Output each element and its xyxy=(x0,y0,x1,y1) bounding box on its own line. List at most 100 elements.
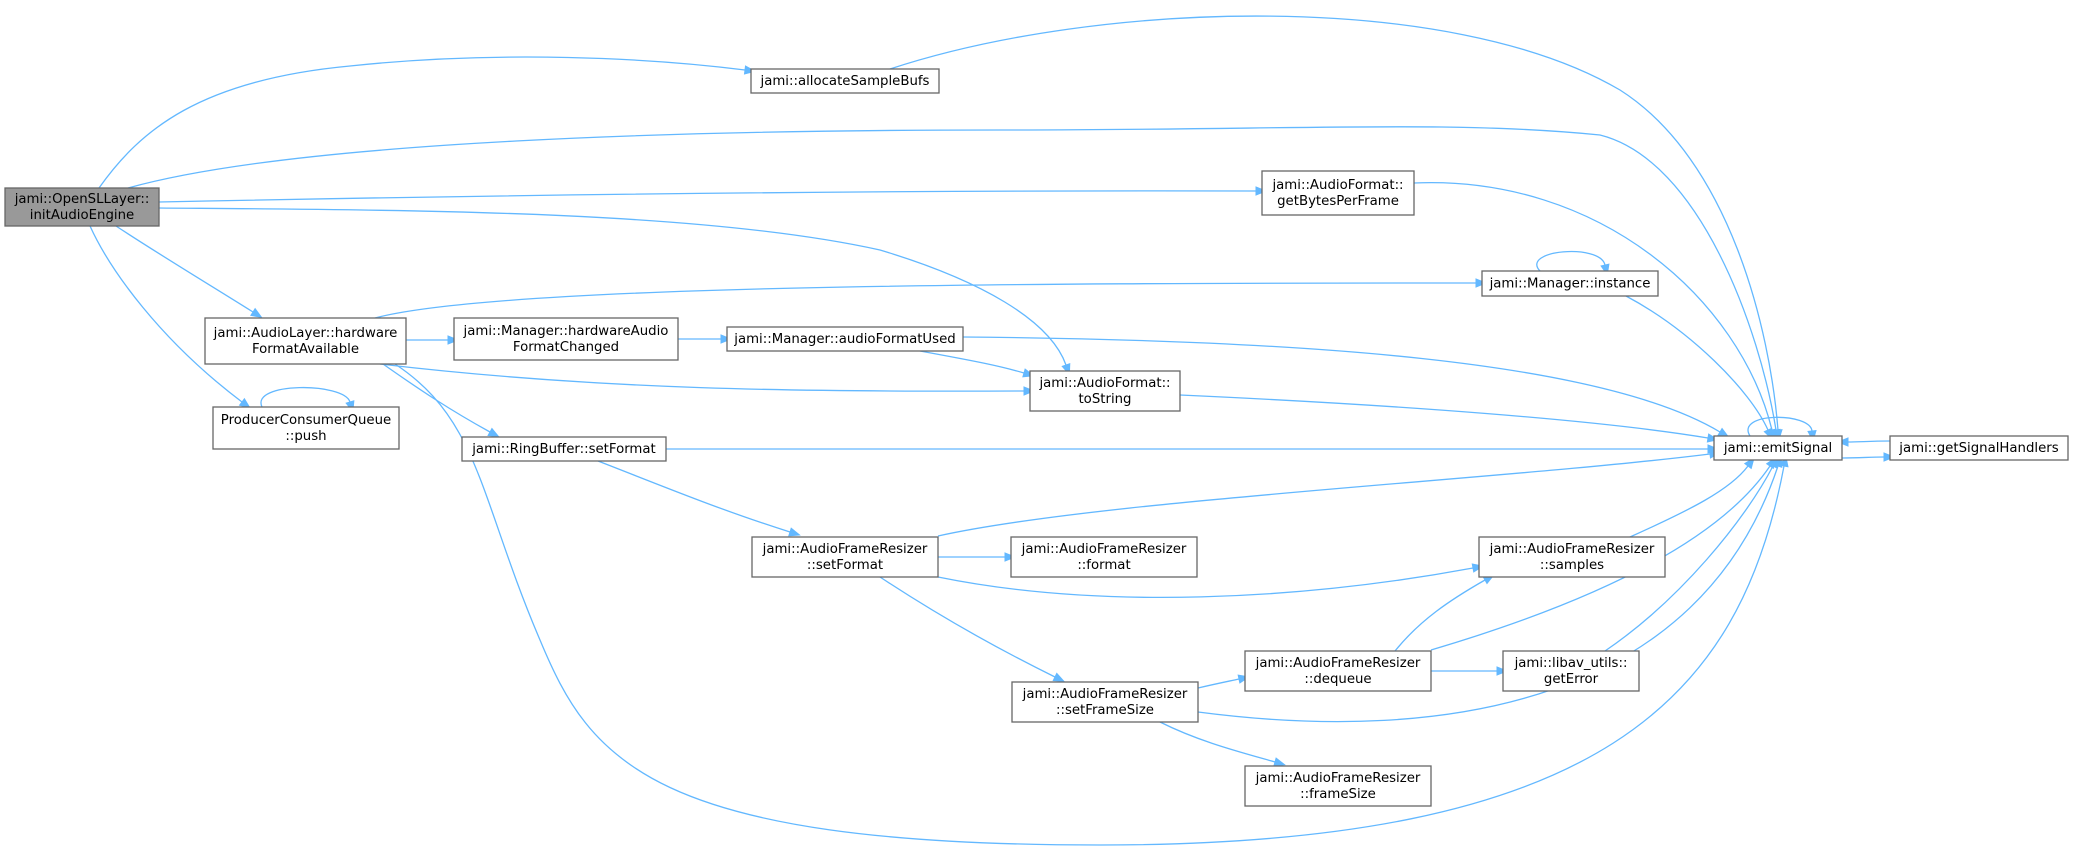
function-node-afrSetFormat[interactable]: jami::AudioFrameResizer::setFormat xyxy=(751,536,939,578)
function-node-getSignalHandlers[interactable]: jami::getSignalHandlers xyxy=(1889,435,2069,461)
arrowhead-icon xyxy=(1773,429,1783,442)
edge-line xyxy=(1841,456,1885,459)
edge-line xyxy=(919,350,1025,374)
node-label-line: jami::AudioFrameResizer xyxy=(1022,687,1188,702)
node-label-line: jami::AudioLayer::hardware xyxy=(213,326,398,341)
function-node-afrSamples[interactable]: jami::AudioFrameResizer::samples xyxy=(1478,536,1666,578)
call-edge-hardwareAudioFormatChanged-to-audioFormatUsed xyxy=(678,334,733,344)
function-node-getError[interactable]: jami::libav_utils::getError xyxy=(1502,650,1640,692)
edge-line xyxy=(937,567,1474,599)
call-edge-afrSetFormat-to-afrSetFrameSize xyxy=(879,576,1066,683)
edge-line xyxy=(879,576,1056,678)
node-box xyxy=(1029,370,1181,412)
function-node-afrFormat[interactable]: jami::AudioFrameResizer::format xyxy=(1010,536,1198,578)
node-label-line: jami::Manager::audioFormatUsed xyxy=(733,332,955,347)
node-label-line: jami::OpenSLLayer:: xyxy=(14,192,150,207)
call-edge-afrSetFrameSize-to-afrFrameSize xyxy=(1159,721,1286,767)
edge-line xyxy=(1179,394,1709,439)
node-label-line: ::dequeue xyxy=(1304,672,1371,687)
function-node-allocateSampleBufs[interactable]: jami::allocateSampleBufs xyxy=(750,68,940,94)
arrowhead-icon xyxy=(1836,437,1849,447)
function-node-audioFormatUsed[interactable]: jami::Manager::audioFormatUsed xyxy=(726,326,964,352)
node-label-line: ProducerConsumerQueue xyxy=(221,413,391,428)
edge-line xyxy=(1604,465,1774,652)
edge-line xyxy=(889,15,1779,431)
edge-line xyxy=(115,225,254,313)
node-label-line: jami::getSignalHandlers xyxy=(1898,441,2058,456)
edge-line xyxy=(1629,465,1749,538)
call-edge-initAudioEngine-to-hardwareFormatAvailable xyxy=(115,225,263,319)
arrowhead-icon xyxy=(1023,386,1036,396)
arrowhead-icon xyxy=(1883,452,1896,462)
node-label-line: getError xyxy=(1544,672,1599,687)
node-box xyxy=(1244,650,1432,692)
node-label-line: ::setFrameSize xyxy=(1056,703,1154,718)
node-label-line: jami::AudioFrameResizer xyxy=(1255,656,1421,671)
node-box xyxy=(1478,536,1666,578)
call-edge-initAudioEngine-to-getBytesPerFrame xyxy=(158,186,1268,203)
node-label-line: jami::AudioFrameResizer xyxy=(1021,542,1187,557)
node-box xyxy=(751,536,939,578)
function-node-initAudioEngine[interactable]: jami::OpenSLLayer::initAudioEngine xyxy=(4,187,160,227)
function-nodes: jami::OpenSLLayer::initAudioEnginejami::… xyxy=(4,68,2069,807)
edge-line xyxy=(127,126,1777,431)
edge-line xyxy=(962,336,1721,433)
node-box xyxy=(1502,650,1640,692)
node-label-line: jami::Manager::hardwareAudio xyxy=(463,324,669,339)
arrowhead-icon xyxy=(743,65,757,75)
node-box xyxy=(461,436,667,462)
function-node-afrSetFrameSize[interactable]: jami::AudioFrameResizer::setFrameSize xyxy=(1011,681,1199,723)
edge-line xyxy=(260,386,351,408)
node-box xyxy=(204,317,407,365)
arrowhead-icon xyxy=(487,427,500,438)
edge-line xyxy=(1847,440,1891,443)
call-edge-emitSignal-to-getSignalHandlers xyxy=(1841,452,1896,462)
node-label-line: jami::libav_utils:: xyxy=(1514,656,1628,671)
arrowhead-icon xyxy=(1273,757,1286,767)
function-node-afrDequeue[interactable]: jami::AudioFrameResizer::dequeue xyxy=(1244,650,1432,692)
node-box xyxy=(453,317,679,361)
node-box xyxy=(1011,681,1199,723)
function-node-instance[interactable]: jami::Manager::instance xyxy=(1481,270,1659,297)
node-label-line: getBytesPerFrame xyxy=(1277,194,1399,209)
node-label-line: jami::RingBuffer::setFormat xyxy=(471,442,656,457)
arrowhead-icon xyxy=(1004,552,1017,562)
edge-line xyxy=(374,282,1477,319)
arrowhead-icon xyxy=(788,527,801,537)
function-node-getBytesPerFrame[interactable]: jami::AudioFormat::getBytesPerFrame xyxy=(1261,170,1415,216)
function-node-hardwareFormatAvailable[interactable]: jami::AudioLayer::hardwareFormatAvailabl… xyxy=(204,317,407,365)
arrowhead-icon xyxy=(1475,278,1488,288)
function-node-emitSignal[interactable]: jami::emitSignal xyxy=(1713,435,1843,461)
call-edge-afrSetFrameSize-to-afrDequeue xyxy=(1197,674,1251,689)
function-node-hardwareAudioFormatChanged[interactable]: jami::Manager::hardwareAudioFormatChange… xyxy=(453,317,679,361)
call-edge-instance-to-emitSignal xyxy=(1625,295,1773,441)
arrowhead-icon xyxy=(1255,186,1268,196)
node-label-line: toString xyxy=(1078,392,1131,407)
edge-line xyxy=(394,363,1785,846)
call-edge-toString-to-emitSignal xyxy=(1179,394,1720,443)
node-box xyxy=(4,187,160,227)
function-node-push[interactable]: ProducerConsumerQueue::push xyxy=(212,406,400,450)
edge-line xyxy=(1159,721,1276,763)
node-box xyxy=(726,326,964,352)
node-label-line: FormatChanged xyxy=(513,340,619,355)
function-node-toString[interactable]: jami::AudioFormat::toString xyxy=(1029,370,1181,412)
arrowhead-icon xyxy=(447,335,460,345)
node-label-line: jami::AudioFormat:: xyxy=(1271,178,1403,193)
edge-line xyxy=(1394,579,1486,652)
node-label-line: FormatAvailable xyxy=(252,342,359,357)
node-label-line: jami::AudioFormat:: xyxy=(1038,376,1170,391)
node-box xyxy=(1010,536,1198,578)
function-node-rbSetFormat[interactable]: jami::RingBuffer::setFormat xyxy=(461,436,667,462)
arrowhead-icon xyxy=(250,307,263,319)
edge-line xyxy=(98,56,746,189)
node-label-line: jami::emitSignal xyxy=(1723,441,1832,456)
function-node-afrFrameSize[interactable]: jami::AudioFrameResizer::frameSize xyxy=(1244,765,1432,807)
node-box xyxy=(1481,270,1659,297)
call-edge-hardwareFormatAvailable-to-toString xyxy=(379,363,1036,396)
node-label-line: jami::AudioFrameResizer xyxy=(1255,771,1421,786)
call-edge-initAudioEngine-to-push xyxy=(89,225,252,409)
call-edge-hardwareFormatAvailable-to-instance xyxy=(374,278,1488,319)
arrowhead-icon xyxy=(720,334,733,344)
